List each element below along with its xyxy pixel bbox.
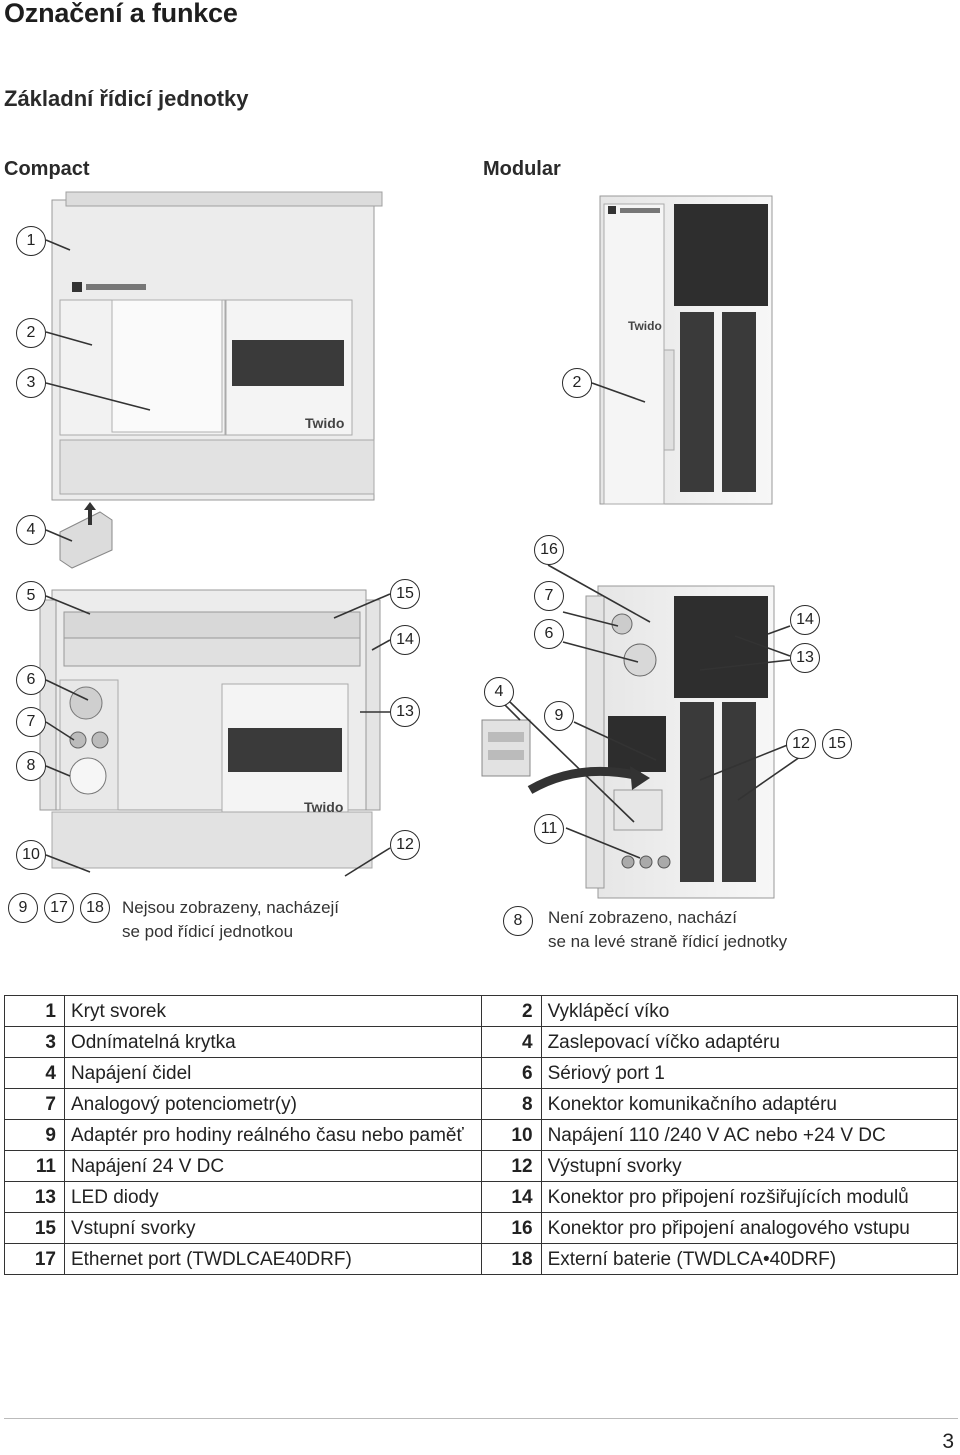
- legend-text: Adaptér pro hodiny reálného času nebo pa…: [63, 1119, 482, 1151]
- callout-compact-2: 2: [16, 318, 46, 348]
- legend-text: Zaslepovací víčko adaptéru: [540, 1026, 959, 1058]
- callout-compact-12: 12: [390, 830, 420, 860]
- callout-modular-9: 9: [544, 701, 574, 731]
- legend-text: Vstupní svorky: [63, 1212, 482, 1244]
- legend-number: 2: [480, 995, 542, 1027]
- compact-unit-closed: [51, 191, 383, 501]
- legend-number: 18: [480, 1243, 542, 1275]
- callout-compact-14: 14: [390, 625, 420, 655]
- callout-modular-11: 11: [534, 814, 564, 844]
- modular-unit-open: [527, 585, 775, 899]
- modular-unit-closed: [599, 195, 773, 505]
- legend-text: Výstupní svorky: [540, 1150, 959, 1182]
- legend-number: 14: [480, 1181, 542, 1213]
- modular-note-line-2: se na levé straně řídicí jednotky: [548, 932, 788, 951]
- legend-number: 4: [4, 1057, 65, 1089]
- compact-note: Nejsou zobrazeny, nacházejí se pod řídic…: [122, 896, 339, 944]
- callout-compact-3: 3: [16, 368, 46, 398]
- legend-text: Odnímatelná krytka: [63, 1026, 482, 1058]
- legend-text: Externí baterie (TWDLCA•40DRF): [540, 1243, 959, 1275]
- callout-modular-13: 13: [790, 643, 820, 673]
- compact-note-line-1: Nejsou zobrazeny, nacházejí: [122, 898, 340, 917]
- callout-compact-4: 4: [16, 515, 46, 545]
- device-illustration: Twido Twido Twido: [39, 191, 811, 899]
- adapter-cover: [59, 502, 113, 569]
- legend-number: 11: [4, 1150, 65, 1182]
- callout-modular-4: 4: [484, 677, 514, 707]
- callout-compact-17: 17: [44, 893, 74, 923]
- callout-modular-12: 12: [786, 729, 816, 759]
- compact-unit-open: [39, 589, 381, 869]
- legend-number: 12: [480, 1150, 542, 1182]
- legend-text: Vyklápěcí víko: [540, 995, 959, 1027]
- legend-number: 3: [4, 1026, 65, 1058]
- callout-modular-6: 6: [534, 619, 564, 649]
- callout-compact-10: 10: [16, 840, 46, 870]
- legend-number: 15: [4, 1212, 65, 1244]
- callout-compact-7: 7: [16, 707, 46, 737]
- callout-modular-15: 15: [822, 729, 852, 759]
- legend-text: Kryt svorek: [63, 995, 482, 1027]
- callout-compact-18: 18: [80, 893, 110, 923]
- page-title: Označení a funkce: [4, 0, 238, 28]
- legend-text: Konektor pro připojení analogového vstup…: [540, 1212, 959, 1244]
- legend-text: LED diody: [63, 1181, 482, 1213]
- page-number: 3: [942, 1430, 954, 1453]
- modular-note: Není zobrazeno, nachází se na levé stran…: [548, 906, 787, 954]
- footer-rule: [4, 1418, 958, 1419]
- callout-compact-15: 15: [390, 579, 420, 609]
- legend-text: Napájení čidel: [63, 1057, 482, 1089]
- callout-modular-7: 7: [534, 581, 564, 611]
- leader-lines: [45, 239, 811, 877]
- callout-compact-1: 1: [16, 226, 46, 256]
- callout-modular-8: 8: [503, 906, 533, 936]
- modular-note-line-1: Není zobrazeno, nachází: [548, 908, 738, 927]
- legend-text: Napájení 110 /240 V AC nebo +24 V DC: [540, 1119, 959, 1151]
- legend-number: 4: [480, 1026, 542, 1058]
- legend-number: 17: [4, 1243, 65, 1275]
- modular-adapter: [481, 719, 531, 777]
- legend-number: 6: [480, 1057, 542, 1089]
- section-subtitle: Základní řídicí jednotky: [4, 86, 249, 111]
- legend-number: 7: [4, 1088, 65, 1120]
- legend-number: 8: [480, 1088, 542, 1120]
- callout-compact-13: 13: [390, 697, 420, 727]
- modular-brand: Twido: [628, 319, 662, 333]
- legend-text: Analogový potenciometr(y): [63, 1088, 482, 1120]
- legend-number: 1: [4, 995, 65, 1027]
- callout-modular-16: 16: [534, 535, 564, 565]
- legend-text: Konektor pro připojení rozšiřujících mod…: [540, 1181, 959, 1213]
- callout-compact-5: 5: [16, 581, 46, 611]
- callout-compact-6: 6: [16, 665, 46, 695]
- legend-text: Napájení 24 V DC: [63, 1150, 482, 1182]
- legend-text: Konektor komunikačního adaptéru: [540, 1088, 959, 1120]
- legend-number: 10: [480, 1119, 542, 1151]
- legend-number: 13: [4, 1181, 65, 1213]
- callout-compact-9: 9: [8, 893, 38, 923]
- callout-compact-8: 8: [16, 751, 46, 781]
- legend-number: 16: [480, 1212, 542, 1244]
- legend-text: Ethernet port (TWDLCAE40DRF): [63, 1243, 482, 1275]
- compact-note-line-2: se pod řídicí jednotkou: [122, 922, 294, 941]
- modular-heading: Modular: [483, 158, 561, 180]
- legend-text: Sériový port 1: [540, 1057, 959, 1089]
- callout-modular-14: 14: [790, 605, 820, 635]
- callout-modular-2: 2: [562, 368, 592, 398]
- compact-brand-top: Twido: [305, 415, 344, 431]
- compact-heading: Compact: [4, 158, 90, 180]
- compact-brand-bottom: Twido: [304, 799, 343, 815]
- legend-number: 9: [4, 1119, 65, 1151]
